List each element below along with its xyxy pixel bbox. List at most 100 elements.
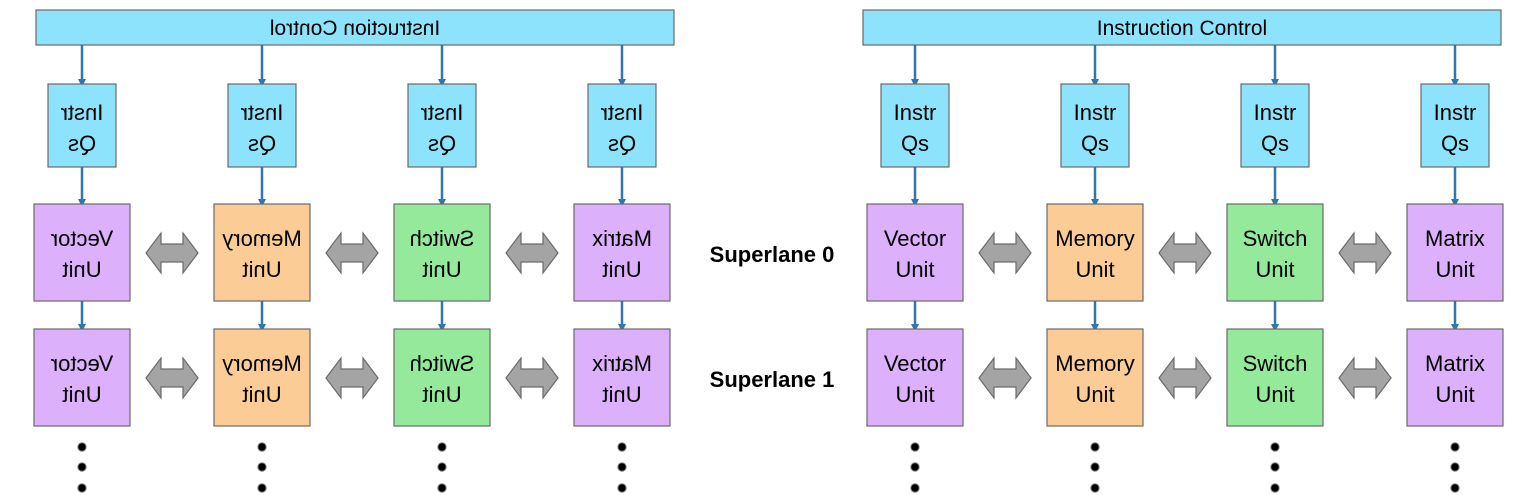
- left-superlane-1-memory-unit: [213, 328, 311, 427]
- right-superlane-1-matrix-unit: [1406, 328, 1504, 427]
- right-superlane-1-switch-unit: [1226, 328, 1324, 427]
- right-instruction-control-label: Instruction Control: [1097, 17, 1267, 40]
- left-column-2-vertical-ellipsis-icon: [437, 442, 447, 493]
- left-column-4-instr-queue-label-line-1: Instr: [61, 100, 104, 125]
- right-column-2-instr-queue-label-line-1: Instr: [1074, 100, 1117, 125]
- left-column-2-instr-queue-label-line-1: Instr: [421, 100, 464, 125]
- right-column-4-instr-queue-label-line-2: Qs: [1441, 131, 1469, 156]
- left-superlane-0-link-1-double-headed-arrow-icon: [505, 231, 559, 275]
- right-column-1-instr-queue-label-line-1: Instr: [894, 100, 937, 125]
- left-superlane-0-vector-unit: [33, 203, 131, 302]
- right-superlane-0-memory-unit-label-line-1: Memory: [1055, 226, 1134, 251]
- right-superlane-1-vector-unit-label-line-2: Unit: [895, 382, 934, 407]
- left-superlane-0-link-3-double-headed-arrow-icon: [145, 231, 199, 275]
- right-superlane-0-vector-unit-label-line-2: Unit: [895, 257, 934, 282]
- right-superlane-0-switch-unit: [1226, 203, 1324, 302]
- left-superlane-1-link-2-double-headed-arrow-icon: [325, 356, 379, 400]
- left-column-3-vertical-ellipsis-icon: [257, 442, 267, 493]
- right-superlane-1-vector-unit: [866, 328, 964, 427]
- left-column-4-instr-queue-label-line-2: Qs: [68, 131, 96, 156]
- right-superlane-1-link-2-double-headed-arrow-icon: [1158, 356, 1212, 400]
- right-superlane-1-link-1-double-headed-arrow-icon: [978, 356, 1032, 400]
- right-column-4-instr-queue-label-line-1: Instr: [1434, 100, 1477, 125]
- superlane-labels: Superlane 0 Superlane 1: [710, 242, 835, 392]
- left-superlane-1-switch-unit-label-line-2: Unit: [422, 382, 461, 407]
- left-superlane-0-matrix-unit: [573, 203, 671, 302]
- right-superlane-1-memory-unit-label-line-1: Memory: [1055, 351, 1134, 376]
- right-column-2-vertical-ellipsis-icon: [1090, 442, 1100, 493]
- left-instruction-control-bar: [35, 9, 675, 46]
- left-superlane-0-switch-unit-label-line-2: Unit: [422, 257, 461, 282]
- right-superlane-1-link-3-double-headed-arrow-icon: [1338, 356, 1392, 400]
- right-superlane-1-memory-unit-label-line-2: Unit: [1075, 382, 1114, 407]
- left-superlane-1-memory-unit-label-line-2: Unit: [242, 382, 281, 407]
- right-superlane-0-link-1-double-headed-arrow-icon: [978, 231, 1032, 275]
- left-column-1-vertical-ellipsis-icon: [617, 442, 627, 493]
- left-superlane-1-matrix-unit: [573, 328, 671, 427]
- left-panel-content: Instruction ControlInstrQsMatrixUnitMatr…: [33, 9, 675, 493]
- left-superlane-1-vector-unit-label-line-2: Unit: [62, 382, 101, 407]
- left-panel-mirrored: Instruction ControlInstrQsMatrixUnitMatr…: [33, 9, 675, 493]
- left-column-4-instr-queue: [47, 83, 117, 168]
- left-column-1-instr-queue: [587, 83, 657, 168]
- left-column-2-instr-queue: [407, 83, 477, 168]
- left-column-3-instr-queue-label-line-1: Instr: [241, 100, 284, 125]
- right-superlane-1-matrix-unit-label-line-2: Unit: [1435, 382, 1474, 407]
- left-column-2-instr-queue-label-line-2: Qs: [428, 131, 456, 156]
- left-superlane-0-memory-unit-label-line-2: Unit: [242, 257, 281, 282]
- right-superlane-1-switch-unit-label-line-1: Switch: [1243, 351, 1308, 376]
- right-column-3-instr-queue-label-line-2: Qs: [1261, 131, 1289, 156]
- left-superlane-0-switch-unit-label-line-1: Switch: [410, 226, 475, 251]
- left-superlane-1-switch-unit: [393, 328, 491, 427]
- superlane-1-label: Superlane 1: [710, 367, 835, 392]
- right-superlane-0-switch-unit-label-line-2: Unit: [1255, 257, 1294, 282]
- right-superlane-1-matrix-unit-label-line-1: Matrix: [1425, 351, 1485, 376]
- left-superlane-0-memory-unit: [213, 203, 311, 302]
- left-superlane-1-matrix-unit-label-line-2: Unit: [602, 382, 641, 407]
- left-superlane-0-vector-unit-label-line-1: Vector: [51, 226, 113, 251]
- left-superlane-1-memory-unit-label-line-1: Memory: [222, 351, 301, 376]
- right-column-1-instr-queue: [880, 83, 950, 168]
- right-column-4-instr-queue: [1420, 83, 1490, 168]
- left-superlane-0-link-2-double-headed-arrow-icon: [325, 231, 379, 275]
- right-column-4-vertical-ellipsis-icon: [1450, 442, 1460, 493]
- right-column-1-vertical-ellipsis-icon: [910, 442, 920, 493]
- left-column-1-instr-queue-label-line-2: Qs: [608, 131, 636, 156]
- right-superlane-0-vector-unit: [866, 203, 964, 302]
- left-column-4-vertical-ellipsis-icon: [77, 442, 87, 493]
- right-column-1-instr-queue-label-line-2: Qs: [901, 131, 929, 156]
- right-column-2-instr-queue-label-line-2: Qs: [1081, 131, 1109, 156]
- right-superlane-1-vector-unit-label-line-1: Vector: [884, 351, 946, 376]
- right-column-3-vertical-ellipsis-icon: [1270, 442, 1280, 493]
- superlane-0-label: Superlane 0: [710, 242, 835, 267]
- left-instruction-control-label: Instruction Control: [270, 17, 440, 40]
- right-panel-content: Instruction ControlInstrQsVectorUnitVect…: [862, 9, 1504, 493]
- left-superlane-1-vector-unit: [33, 328, 131, 427]
- left-superlane-1-switch-unit-label-line-1: Switch: [410, 351, 475, 376]
- right-superlane-0-memory-unit: [1046, 203, 1144, 302]
- left-column-3-instr-queue: [227, 83, 297, 168]
- right-superlane-1-switch-unit-label-line-2: Unit: [1255, 382, 1294, 407]
- right-panel: Instruction ControlInstrQsVectorUnitVect…: [862, 9, 1504, 493]
- right-superlane-0-matrix-unit-label-line-2: Unit: [1435, 257, 1474, 282]
- left-superlane-0-vector-unit-label-line-2: Unit: [62, 257, 101, 282]
- right-superlane-0-link-3-double-headed-arrow-icon: [1338, 231, 1392, 275]
- left-superlane-1-vector-unit-label-line-1: Vector: [51, 351, 113, 376]
- right-superlane-0-vector-unit-label-line-1: Vector: [884, 226, 946, 251]
- right-superlane-0-switch-unit-label-line-1: Switch: [1243, 226, 1308, 251]
- left-superlane-0-matrix-unit-label-line-2: Unit: [602, 257, 641, 282]
- left-column-1-instr-queue-label-line-1: Instr: [601, 100, 644, 125]
- right-superlane-0-matrix-unit-label-line-1: Matrix: [1425, 226, 1485, 251]
- right-superlane-0-link-2-double-headed-arrow-icon: [1158, 231, 1212, 275]
- left-superlane-1-link-1-double-headed-arrow-icon: [505, 356, 559, 400]
- right-superlane-0-memory-unit-label-line-2: Unit: [1075, 257, 1114, 282]
- left-superlane-0-memory-unit-label-line-1: Memory: [222, 226, 301, 251]
- right-instruction-control-bar: [862, 9, 1502, 46]
- left-superlane-1-matrix-unit-label-line-1: Matrix: [592, 351, 652, 376]
- right-superlane-1-memory-unit: [1046, 328, 1144, 427]
- left-superlane-0-matrix-unit-label-line-1: Matrix: [592, 226, 652, 251]
- right-column-3-instr-queue-label-line-1: Instr: [1254, 100, 1297, 125]
- right-column-3-instr-queue: [1240, 83, 1310, 168]
- left-superlane-1-link-3-double-headed-arrow-icon: [145, 356, 199, 400]
